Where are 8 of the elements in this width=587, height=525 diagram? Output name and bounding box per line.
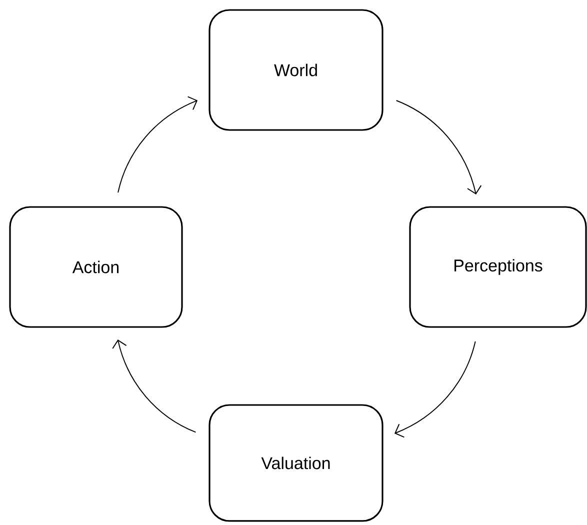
process-box: Perceptions (409, 206, 587, 328)
arrow (394, 340, 476, 438)
arrow (396, 100, 482, 194)
arrow (118, 96, 198, 194)
process-box: Valuation (208, 404, 384, 522)
arrow (112, 340, 196, 433)
process-box: Action (9, 206, 183, 328)
process-box: World (208, 9, 384, 131)
